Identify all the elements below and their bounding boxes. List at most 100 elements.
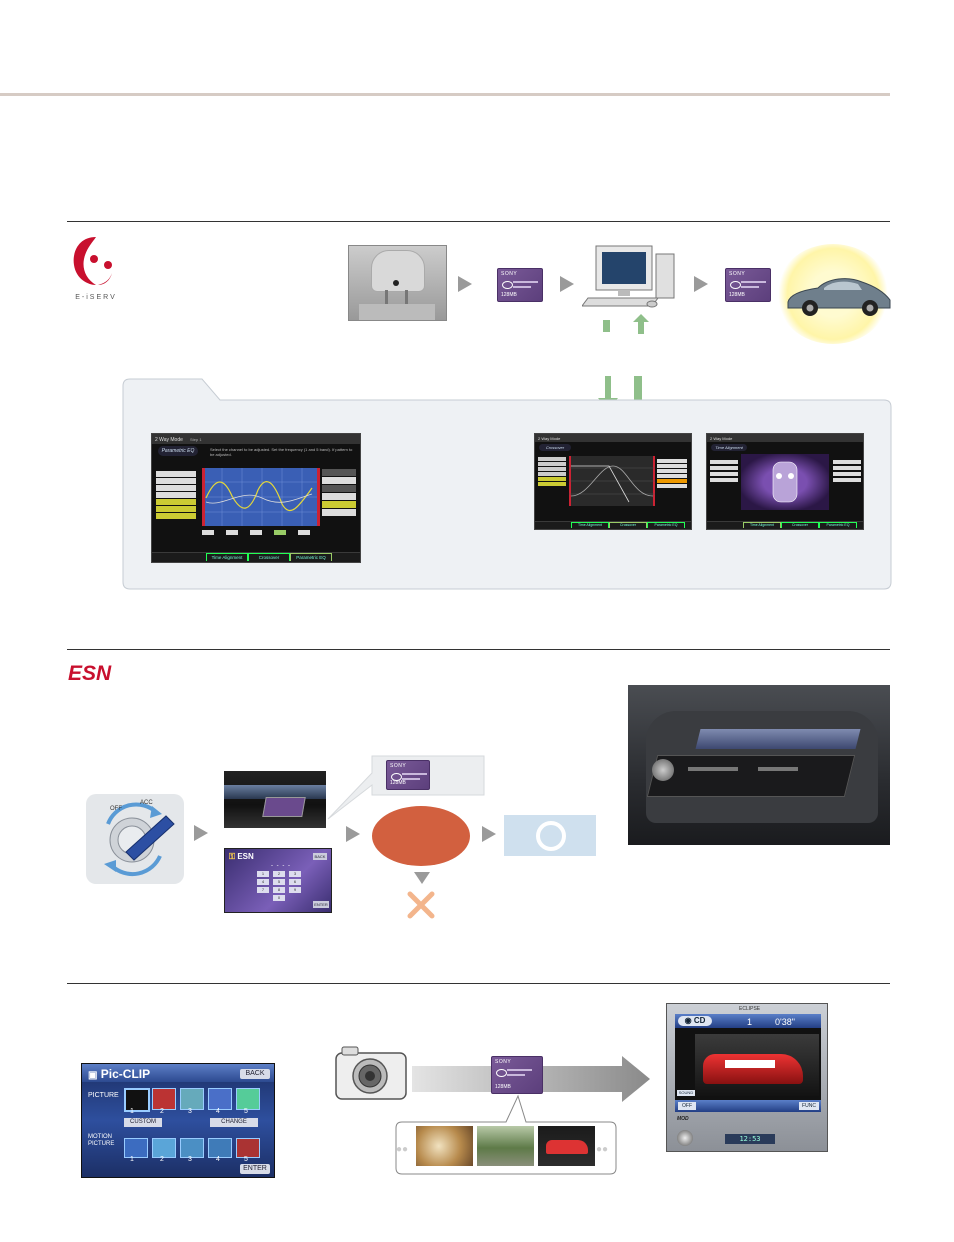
folder-icon: ▣ bbox=[88, 1070, 98, 1081]
eiserv-logo: E-iSERV bbox=[68, 233, 124, 303]
motion-slot-4-label: 4 bbox=[216, 1156, 220, 1163]
motion-slot-2[interactable] bbox=[152, 1138, 176, 1158]
tab-parametric-eq: Parametric EQ bbox=[819, 522, 857, 528]
memory-stick-brand: SONY bbox=[495, 1059, 512, 1065]
crossover-channel-list bbox=[538, 456, 566, 500]
tab-parametric-eq: Parametric EQ bbox=[647, 522, 685, 528]
esn-key-3[interactable]: 3 bbox=[289, 871, 301, 877]
motion-picture-label: MOTION PICTURE bbox=[88, 1134, 115, 1147]
head-unit-sound-button[interactable]: SOUND bbox=[677, 1090, 695, 1096]
cross-mark-icon bbox=[406, 890, 436, 925]
photo-garden bbox=[477, 1126, 534, 1166]
timealign-screen-tabs: Time Alignment Crossover Parametric EQ bbox=[707, 521, 863, 529]
crossover-param-panel bbox=[657, 458, 687, 502]
head-unit-racecar-image bbox=[695, 1034, 819, 1096]
computer-icon bbox=[581, 244, 682, 310]
car-topview-icon bbox=[772, 461, 798, 503]
head-unit-track: 1 bbox=[747, 1017, 753, 1027]
ok-result-box bbox=[504, 815, 596, 856]
memory-stick-inserting bbox=[262, 797, 306, 817]
head-unit-display: ECLIPSE ◉ CD 1 0'38" SOUND OFF FUNC MOD … bbox=[666, 1003, 828, 1152]
arrow-right-2 bbox=[560, 276, 574, 292]
head-unit-time: 0'38" bbox=[775, 1017, 795, 1027]
tab-parametric-eq: Parametric EQ bbox=[290, 553, 332, 561]
pic-clip-back-button[interactable]: BACK bbox=[240, 1069, 270, 1079]
eq-screen-step: Step 1 bbox=[190, 437, 202, 442]
esn-key-0[interactable]: 0 bbox=[273, 895, 285, 901]
change-button[interactable]: CHANGE bbox=[210, 1118, 258, 1127]
volume-knob[interactable] bbox=[677, 1130, 693, 1146]
upload-arrow-icon bbox=[633, 314, 649, 339]
ignition-key-illustration: OFF ACC bbox=[86, 794, 184, 884]
time-alignment-screen: 2 Way Mode Time Alignment Time Alignment… bbox=[706, 433, 864, 530]
picture-slot-2[interactable] bbox=[152, 1088, 176, 1110]
memory-stick-logo-icon bbox=[730, 281, 741, 289]
arrow-right-esn-3 bbox=[482, 826, 496, 842]
timealign-left-list bbox=[710, 458, 738, 498]
head-unit-off-button[interactable]: OFF bbox=[678, 1102, 696, 1110]
pic-clip-title: ▣ Pic-CLIP bbox=[88, 1067, 150, 1081]
motion-slot-1[interactable] bbox=[124, 1138, 148, 1158]
motion-slot-5[interactable] bbox=[236, 1138, 260, 1158]
memory-stick-logo-icon bbox=[502, 281, 513, 289]
esn-key-2[interactable]: 2 bbox=[273, 871, 285, 877]
motion-slot-3[interactable] bbox=[180, 1138, 204, 1158]
picture-slot-4[interactable] bbox=[208, 1088, 232, 1110]
picture-slot-1-label: 1 bbox=[130, 1108, 134, 1115]
eq-screen-panel-label: Parametric EQ bbox=[158, 446, 198, 456]
memory-stick-callout: SONY 128MB bbox=[386, 760, 430, 790]
eq-channel-list bbox=[156, 470, 196, 520]
head-unit-brand: ECLIPSE bbox=[739, 1006, 761, 1012]
picture-slot-5-label: 5 bbox=[244, 1108, 248, 1115]
esn-key-8[interactable]: 8 bbox=[273, 887, 285, 893]
picture-slot-1[interactable] bbox=[124, 1088, 150, 1112]
esn-back-button[interactable]: BACK bbox=[313, 853, 327, 860]
verification-oval bbox=[372, 806, 470, 866]
head-unit-func-button[interactable]: FUNC bbox=[799, 1102, 819, 1110]
picture-slot-3[interactable] bbox=[180, 1088, 204, 1110]
crossover-graph bbox=[569, 456, 655, 506]
top-divider bbox=[0, 93, 890, 96]
headrest-microphone-photo bbox=[348, 245, 447, 321]
esn-keypad-title: ⚿ ESN bbox=[229, 852, 254, 862]
memory-stick-capacity: 128MB bbox=[501, 292, 517, 298]
timealign-panel-label: Time Alignment bbox=[711, 444, 747, 451]
memory-stick-logo-icon bbox=[496, 1069, 507, 1077]
memory-stick-logo-icon bbox=[391, 773, 402, 781]
tab-crossover: Crossover bbox=[781, 522, 819, 528]
esn-key-5[interactable]: 5 bbox=[273, 879, 285, 885]
esn-code-dots: - - - - bbox=[271, 863, 291, 869]
esn-key-9[interactable]: 9 bbox=[289, 887, 301, 893]
circle-mark-icon bbox=[536, 821, 566, 851]
memory-stick-brand: SONY bbox=[501, 271, 518, 277]
custom-button[interactable]: CUSTOM bbox=[124, 1118, 162, 1127]
picture-slot-5[interactable] bbox=[236, 1088, 260, 1110]
arrow-right-esn-2 bbox=[346, 826, 360, 842]
esn-logo: ESN bbox=[68, 662, 140, 685]
memory-stick-2: SONY 128MB bbox=[725, 268, 771, 302]
transfer-bar-down bbox=[603, 320, 610, 332]
motion-slot-4[interactable] bbox=[208, 1138, 232, 1158]
timealign-screen-header: 2 Way Mode bbox=[710, 436, 733, 441]
eq-screen-tabs: Time Alignment Crossover Parametric EQ bbox=[152, 552, 360, 562]
pic-clip-screen: ▣ Pic-CLIP BACK PICTURE MOTION PICTURE 1… bbox=[81, 1063, 275, 1178]
esn-enter-button[interactable]: ENTER bbox=[313, 901, 329, 908]
pic-clip-enter-button[interactable]: ENTER bbox=[240, 1164, 270, 1174]
svg-text:OFF: OFF bbox=[110, 806, 122, 812]
tab-time-alignment: Time Alignment bbox=[743, 522, 781, 528]
head-unit-clock: 12:53 bbox=[725, 1134, 775, 1144]
esn-logo-text: ESN bbox=[68, 662, 112, 684]
car-icon bbox=[784, 270, 894, 325]
esn-keypad: 1 2 3 4 5 6 7 8 9 0 bbox=[257, 871, 303, 907]
esn-key-1[interactable]: 1 bbox=[257, 871, 269, 877]
pic-clip-title-text: Pic-CLIP bbox=[100, 1067, 151, 1081]
esn-key-6[interactable]: 6 bbox=[289, 879, 301, 885]
esn-keypad-title-text: ESN bbox=[237, 852, 254, 861]
tab-crossover: Crossover bbox=[609, 522, 647, 528]
esn-key-7[interactable]: 7 bbox=[257, 887, 269, 893]
ellipsis-right-icon: ●● bbox=[596, 1144, 609, 1155]
head-unit-source-text: CD bbox=[693, 1016, 706, 1025]
digital-camera-icon bbox=[334, 1045, 408, 1106]
esn-key-4[interactable]: 4 bbox=[257, 879, 269, 885]
motion-slot-2-label: 2 bbox=[160, 1156, 164, 1163]
